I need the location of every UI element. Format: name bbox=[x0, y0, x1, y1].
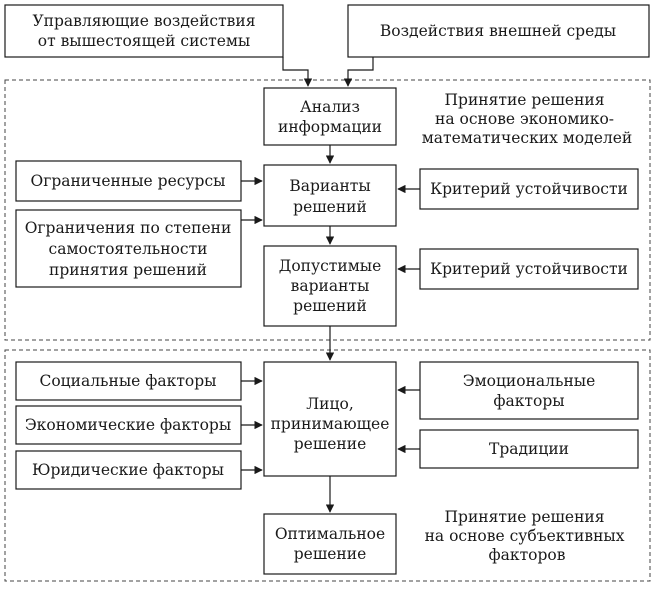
box-traditions: Традиции bbox=[419, 429, 639, 469]
svg-text:Юридические факторы: Юридические факторы bbox=[32, 461, 224, 479]
region-label-subjective: Принятие решения на основе субъективных … bbox=[425, 508, 630, 564]
svg-text:Воздействия внешней среды: Воздействия внешней среды bbox=[380, 22, 616, 40]
box-external-influences: Воздействия внешней среды bbox=[347, 4, 650, 58]
svg-text:Ограниченные ресурсы: Ограниченные ресурсы bbox=[30, 172, 225, 190]
svg-text:Критерий устойчивости: Критерий устойчивости bbox=[430, 260, 628, 278]
box-limited-resources: Ограниченные ресурсы bbox=[15, 160, 242, 202]
box-social-factors: Социальные факторы bbox=[15, 361, 242, 401]
box-stability-criterion-2: Критерий устойчивости bbox=[419, 248, 639, 290]
box-economic-factors: Экономические факторы bbox=[15, 405, 242, 445]
region-label-economic-math: Принятие решения на основе экономико- ма… bbox=[422, 91, 633, 147]
arrow-external-to-analysis bbox=[343, 57, 374, 87]
svg-text:Экономические факторы: Экономические факторы bbox=[25, 416, 231, 434]
box-stability-criterion-1: Критерий устойчивости bbox=[419, 168, 639, 210]
svg-text:Традиции: Традиции bbox=[489, 440, 569, 458]
region-economic-math bbox=[4, 79, 651, 341]
svg-text:Критерий устойчивости: Критерий устойчивости bbox=[430, 180, 628, 198]
box-legal-factors: Юридические факторы bbox=[15, 450, 242, 490]
arrow-top-control-to-analysis bbox=[282, 57, 313, 87]
svg-text:Социальные факторы: Социальные факторы bbox=[39, 372, 216, 390]
region-subjective bbox=[4, 349, 651, 582]
